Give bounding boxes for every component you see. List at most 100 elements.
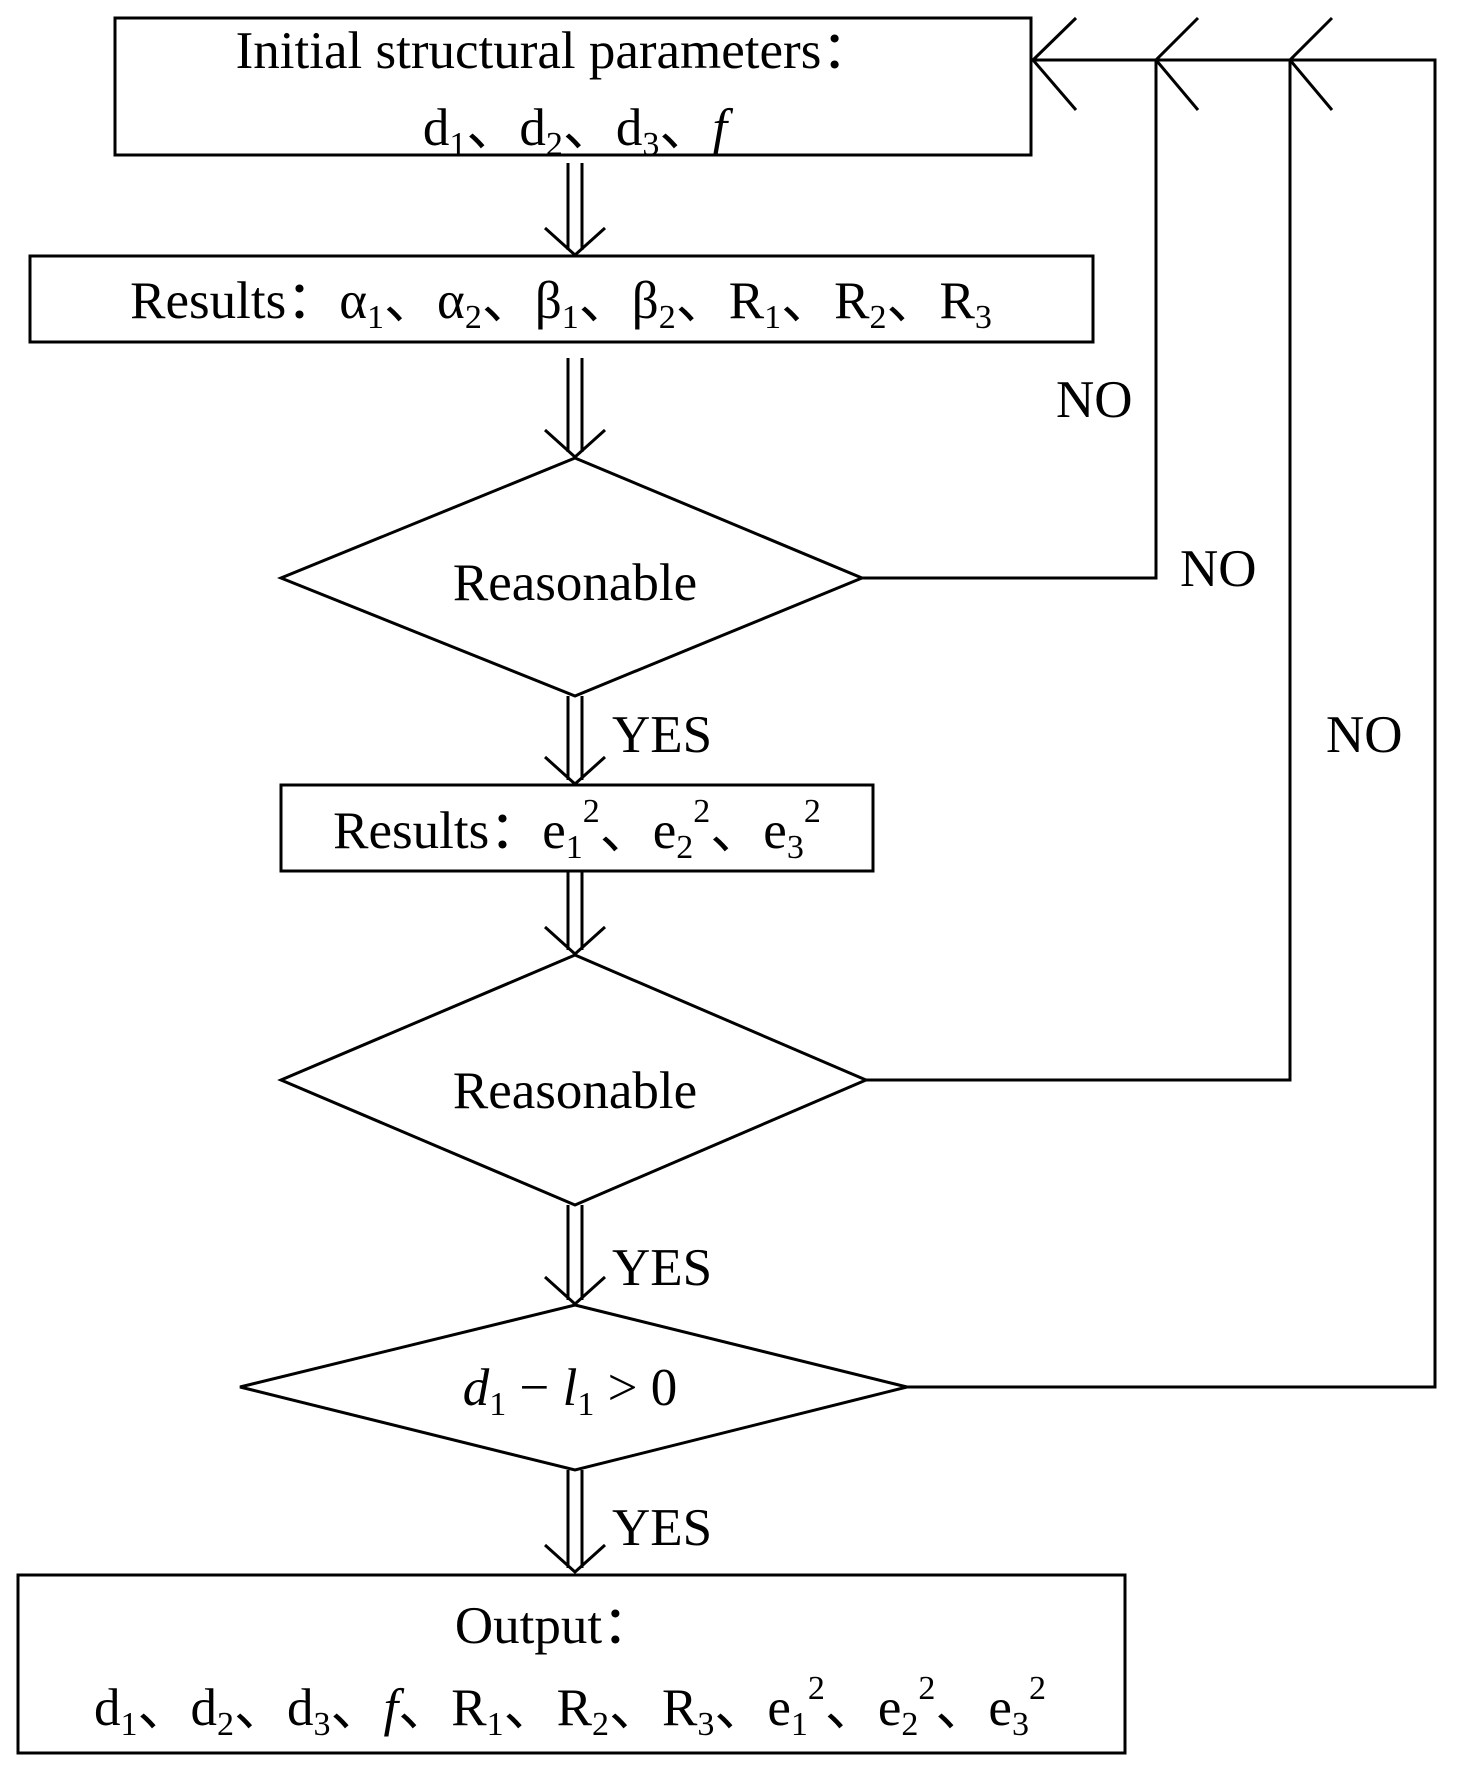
separator: 、 [659, 99, 712, 157]
decision-2-label: Reasonable [453, 1062, 697, 1120]
separator: 、 [234, 1679, 287, 1737]
initial-parameters-box [113, 16, 1033, 157]
arrow-initial-to-results1 [543, 163, 607, 258]
subscript: 2 [659, 299, 676, 336]
yes-label-3: YES [612, 1499, 712, 1557]
symbol: R [451, 1679, 487, 1737]
subscript: 1 [449, 126, 466, 163]
label-prefix: Results： [130, 272, 339, 330]
subscript: 2 [546, 126, 563, 163]
separator: 、 [138, 1679, 191, 1737]
decision-reasonable-2 [277, 953, 870, 1207]
symbol: d [191, 1679, 218, 1737]
separator: 、 [676, 272, 729, 330]
separator: 、 [466, 99, 519, 157]
symbol: R [834, 272, 870, 330]
separator: 、 [600, 802, 653, 860]
decision-3-condition: d1 − l1 > 0 [463, 1359, 678, 1423]
feedback-loop-2 [866, 58, 1292, 1082]
separator: 、 [398, 1679, 451, 1737]
separator: 、 [710, 802, 763, 860]
separator: 、 [384, 272, 437, 330]
subscript: 1 [487, 1706, 504, 1743]
symbol: e [653, 802, 677, 860]
label-prefix: Results： [333, 802, 542, 860]
separator: 、 [331, 1679, 384, 1737]
arrow-decision2-to-decision3 [543, 1205, 607, 1307]
relation: > 0 [594, 1359, 677, 1417]
separator: 、 [714, 1679, 767, 1737]
output-title: Output： [455, 1597, 655, 1655]
arrow-results1-to-decision1 [543, 358, 607, 460]
separator: 、 [935, 1679, 988, 1737]
subscript: 1 [367, 299, 384, 336]
operator: − [506, 1359, 562, 1417]
feedback-loop-3 [907, 58, 1437, 1389]
subscript: 2 [465, 299, 482, 336]
subscript: 2 [592, 1706, 609, 1743]
symbol: e [542, 802, 566, 860]
feedback-loop-1 [862, 58, 1158, 580]
superscript: 2 [804, 793, 821, 830]
symbol: R [557, 1679, 593, 1737]
subscript: 1 [489, 1386, 506, 1423]
results-box-1 [28, 254, 1095, 344]
separator: 、 [825, 1679, 878, 1737]
decision-1-label: Reasonable [453, 554, 697, 612]
no-label-2: NO [1180, 540, 1257, 598]
superscript: 2 [1029, 1670, 1046, 1707]
symbol: α [437, 272, 465, 330]
symbol: d [423, 99, 450, 157]
symbol: R [662, 1679, 698, 1737]
output-box [16, 1573, 1127, 1755]
results-1-text: Results：α1、α2、β1、β2、R1、R2、R3​ [130, 272, 992, 336]
separator: 、 [579, 272, 632, 330]
initial-box-params: d1、d2、d3、f [423, 99, 734, 163]
symbol: e [763, 802, 787, 860]
subscript: 1 [791, 1706, 808, 1743]
output-items: d1、d2、d3、f、R1、R2、R3、e12、e22、e32​ [94, 1670, 1046, 1743]
subscript: 2 [676, 829, 693, 866]
subscript: 1 [562, 299, 579, 336]
no-label-1: NO [1056, 371, 1133, 429]
subscript: 3 [1012, 1706, 1029, 1743]
subscript: 3 [787, 829, 804, 866]
symbol: α [339, 272, 367, 330]
subscript: 3 [642, 126, 659, 163]
symbol: d [287, 1679, 314, 1737]
symbol: d [94, 1679, 121, 1737]
separator: 、 [781, 272, 834, 330]
symbol: d [616, 99, 643, 157]
subscript: 2 [901, 1706, 918, 1743]
results-box-2 [279, 783, 875, 873]
subscript: 3 [975, 299, 992, 336]
subscript: 1 [121, 1706, 138, 1743]
arrowhead-loop-1 [1153, 16, 1200, 111]
separator: 、 [609, 1679, 662, 1737]
subscript: 2 [869, 299, 886, 336]
initial-box-title: Initial structural parameters： [236, 22, 875, 80]
symbol: d [463, 1359, 490, 1417]
subscript: 2 [217, 1706, 234, 1743]
symbol: β [632, 272, 659, 330]
separator: 、 [563, 99, 616, 157]
decision-condition [239, 1303, 908, 1472]
separator: 、 [504, 1679, 557, 1737]
symbol: e [988, 1679, 1012, 1737]
results-2-text: Results：e12、e22、e32​ [333, 793, 821, 866]
symbol: e [878, 1679, 902, 1737]
subscript: 1 [764, 299, 781, 336]
arrow-results2-to-decision2 [543, 871, 607, 957]
symbol: d [519, 99, 546, 157]
arrow-decision3-to-output [543, 1470, 607, 1575]
yes-label-1: YES [612, 706, 712, 764]
symbol: R [729, 272, 765, 330]
symbol: e [767, 1679, 791, 1737]
superscript: 2 [808, 1670, 825, 1707]
subscript: 1 [566, 829, 583, 866]
no-label-3: NO [1326, 706, 1403, 764]
decision-reasonable-1 [277, 456, 866, 698]
subscript: 1 [577, 1386, 594, 1423]
symbol: R [939, 272, 975, 330]
